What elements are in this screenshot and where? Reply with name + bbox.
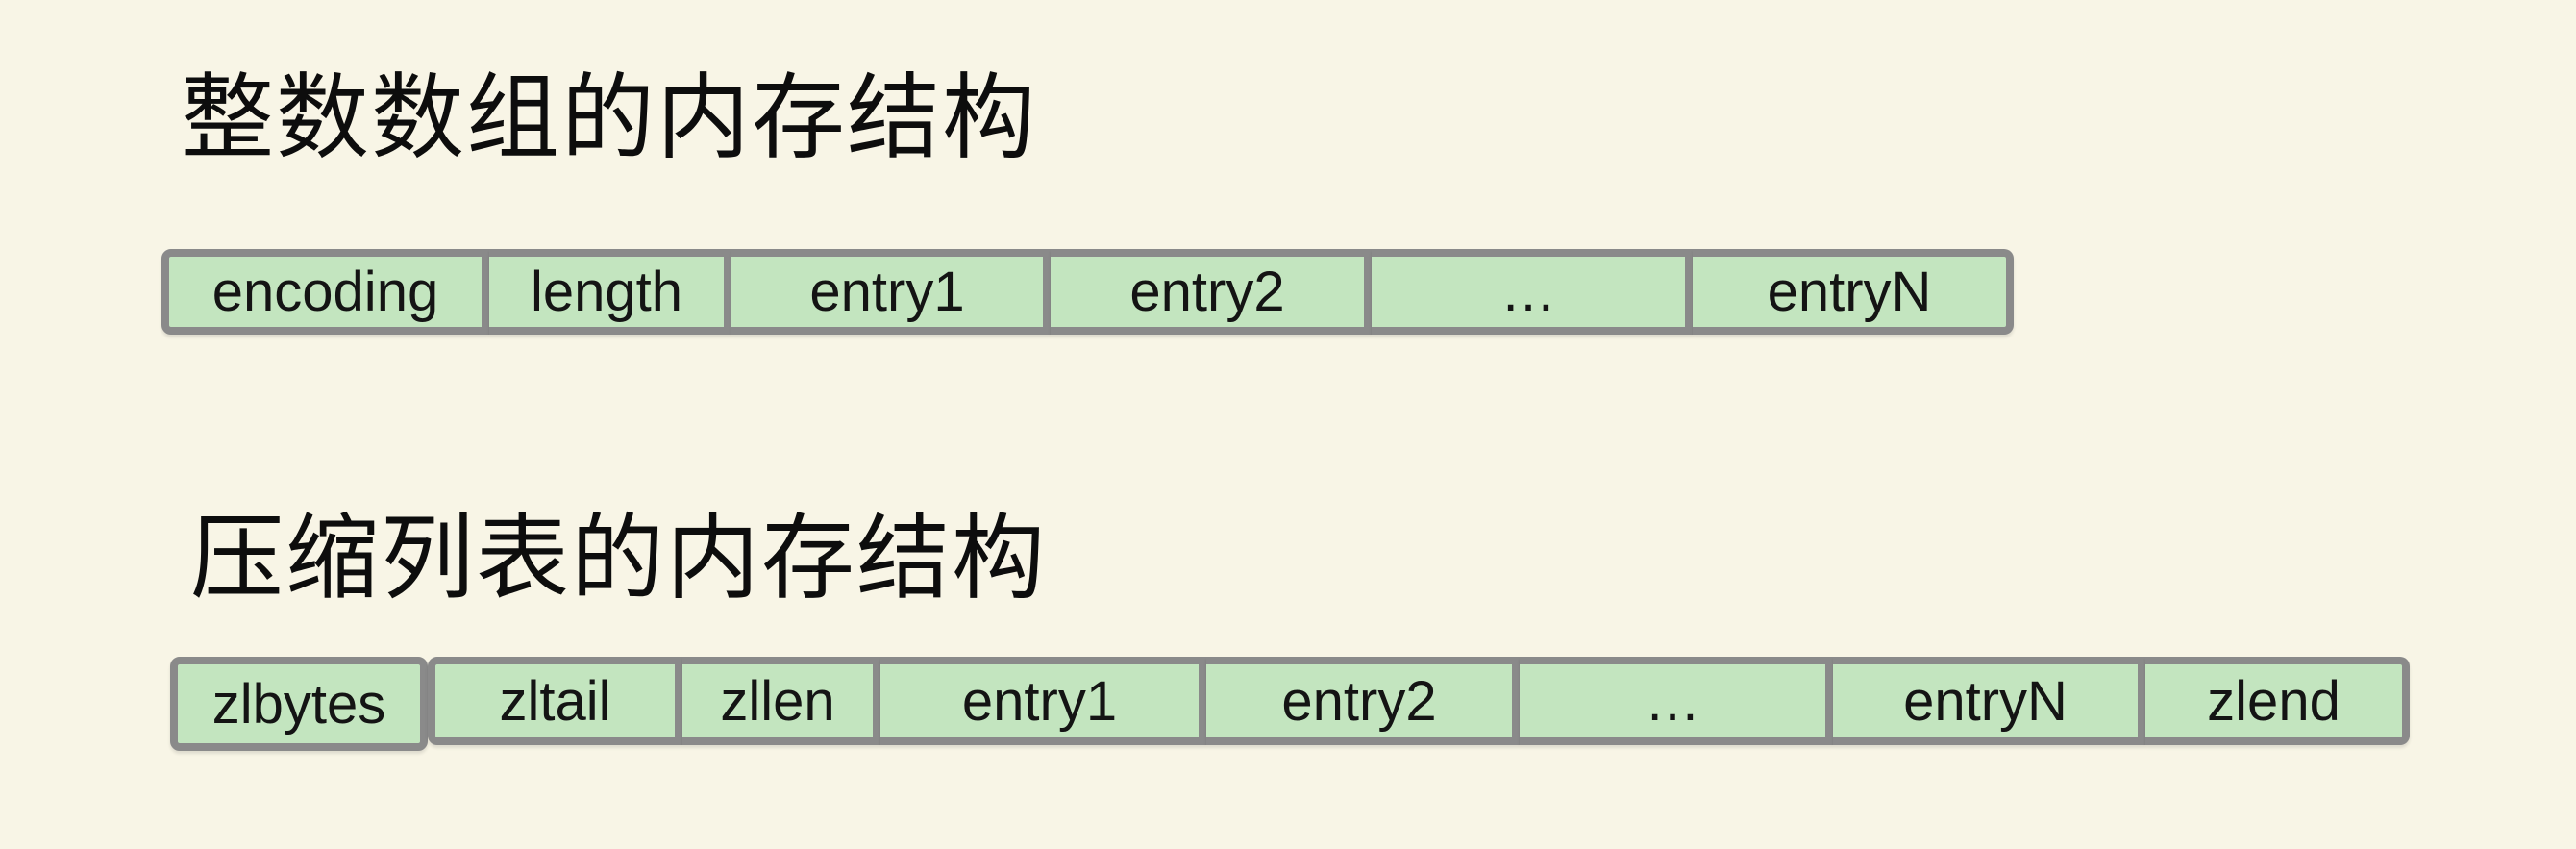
memory-cell-dots: … [1372,249,1693,335]
memory-cell-zllen: zllen [682,657,880,745]
memory-cell-entryN: entryN [1833,657,2145,745]
memory-cell-dots: … [1520,657,1833,745]
memory-cell-entry1: entry1 [880,657,1206,745]
memory-cell-zlend: zlend [2145,657,2410,745]
memory-cell-encoding: encoding [161,249,489,335]
memory-cell-entryN: entryN [1693,249,2014,335]
memory-cell-length: length [489,249,731,335]
intset-section-title: 整数数组的内存结构 [181,65,1037,170]
memory-cell-zltail: zltail [428,657,682,745]
memory-cell-entry2: entry2 [1051,249,1372,335]
ziplist-section-title: 压缩列表的内存结构 [190,506,1047,611]
memory-cell-entry1: entry1 [731,249,1051,335]
memory-cell-entry2: entry2 [1206,657,1520,745]
memory-cell-zlbytes: zlbytes [170,657,428,751]
